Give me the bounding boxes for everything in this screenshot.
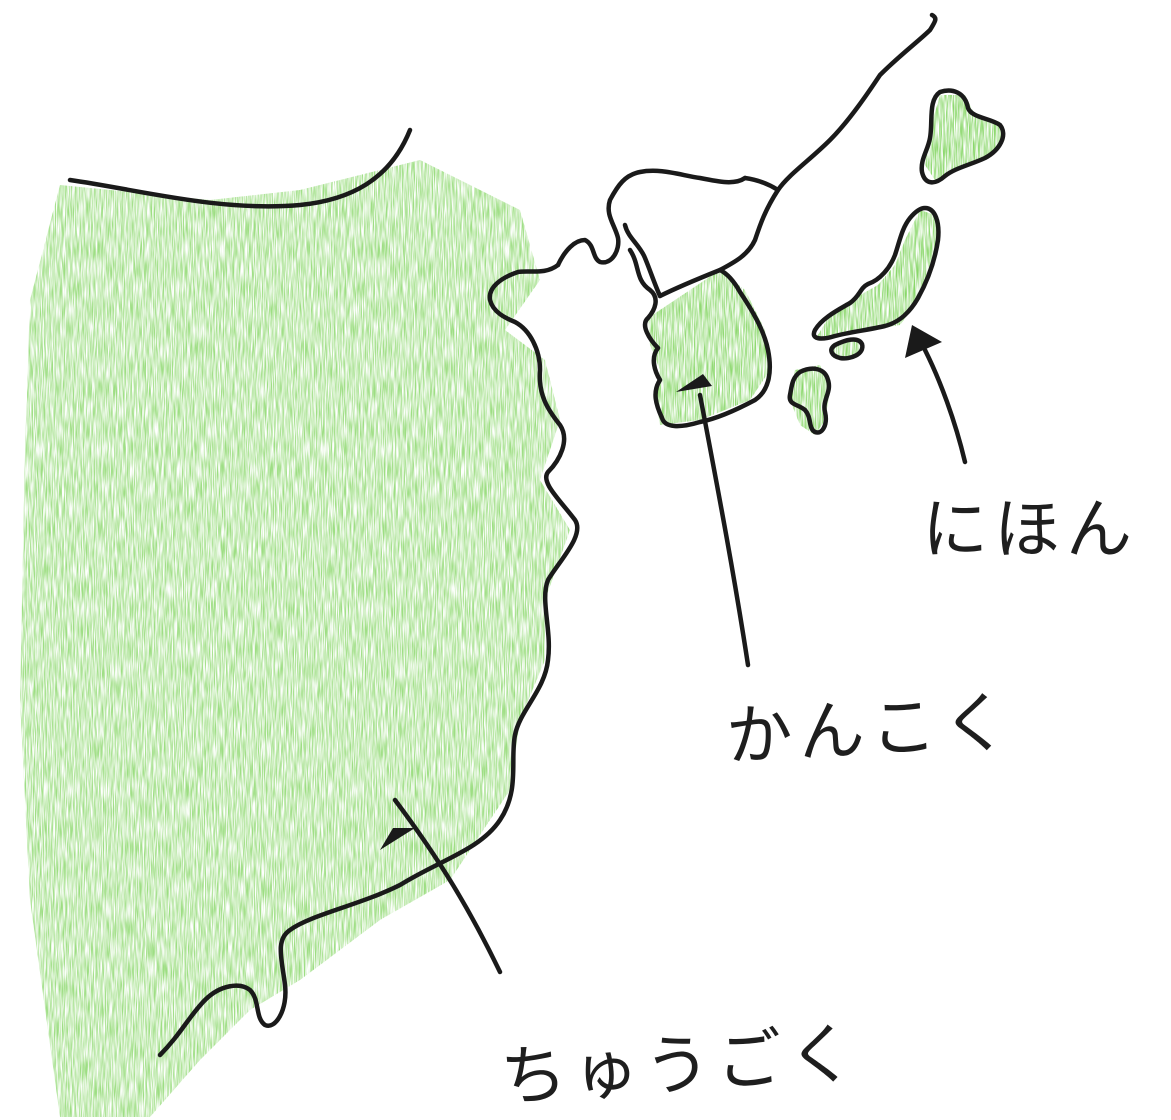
north-korea-border: [742, 12, 938, 193]
kyushu-outline: [787, 366, 832, 435]
shikoku-outline: [829, 337, 865, 361]
korea-region: [648, 270, 770, 425]
honshu-outline: [811, 205, 941, 341]
china-arrow: [380, 797, 503, 975]
arrow-icon: [380, 828, 415, 850]
yellow-sea-coast: [555, 168, 748, 268]
korea-arrow: [676, 374, 751, 668]
japan-arrow: [905, 325, 968, 465]
korea-outline: [627, 247, 773, 429]
japan-label: にほん: [922, 491, 1138, 568]
china-region: [20, 160, 570, 1117]
arrow-icon: [905, 325, 942, 358]
korea-east-coast: [717, 187, 781, 273]
china-east-coastline: [157, 262, 580, 1058]
hokkaido-outline: [919, 88, 1006, 185]
china-korea-border: [622, 222, 663, 299]
arrow-icon: [676, 374, 712, 392]
korea-label: かんこく: [724, 683, 1017, 776]
kyushu-region: [790, 365, 830, 435]
china-coastline: [67, 127, 413, 209]
honshu-region: [815, 210, 940, 340]
